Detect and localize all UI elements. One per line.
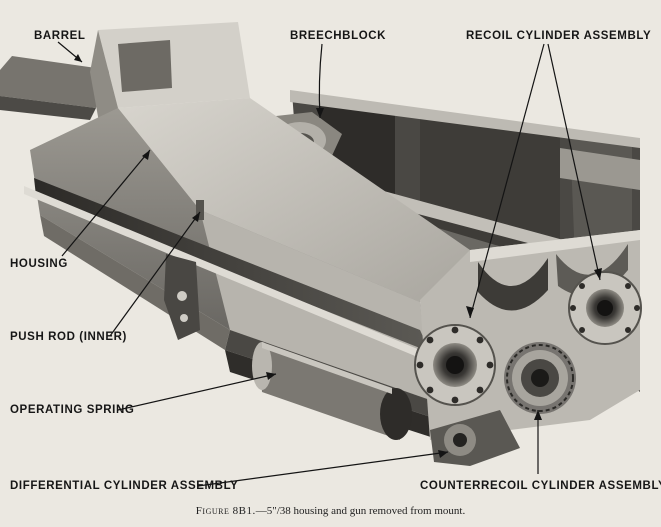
recoil-leader-left: [469, 43, 545, 319]
caption-figure-number: Figure 8B1.: [195, 505, 256, 517]
figure-caption: Figure 8B1.—5"/38 housing and gun remove…: [0, 505, 661, 517]
counterrecoil-cylinder: [504, 342, 576, 414]
recoil-leader-right: [547, 43, 601, 281]
leader-lines: [57, 41, 601, 487]
recoil-cylinder-right: [568, 271, 642, 345]
operating-spring-leader: [117, 373, 277, 411]
push-rod-leader: [109, 211, 201, 337]
label-housing: HOUSING: [10, 258, 68, 270]
label-recoil-cylinder: RECOIL CYLINDER ASSEMBLY: [466, 30, 652, 42]
label-breechblock: BREECHBLOCK: [290, 30, 387, 42]
operating-spring: [252, 342, 412, 440]
label-differential-cylinder: DIFFERENTIAL CYLINDER ASSEMBLY: [10, 480, 239, 492]
differential-cylinder-leader: [197, 451, 449, 487]
push-rod-bracket: [164, 200, 204, 340]
label-operating-spring: OPERATING SPRING: [10, 404, 135, 416]
barrel-shape: [0, 56, 110, 120]
housing-leader: [61, 149, 151, 257]
differential-cylinder: [430, 410, 520, 466]
label-counterrecoil-cylinder: COUNTERRECOIL CYLINDER ASSEMBLY: [420, 480, 661, 492]
label-barrel: BARREL: [34, 30, 86, 42]
recoil-cylinder-left: [414, 324, 496, 406]
label-push-rod: PUSH ROD (INNER): [10, 331, 127, 343]
caption-text: —5"/38 housing and gun removed from moun…: [255, 505, 466, 517]
